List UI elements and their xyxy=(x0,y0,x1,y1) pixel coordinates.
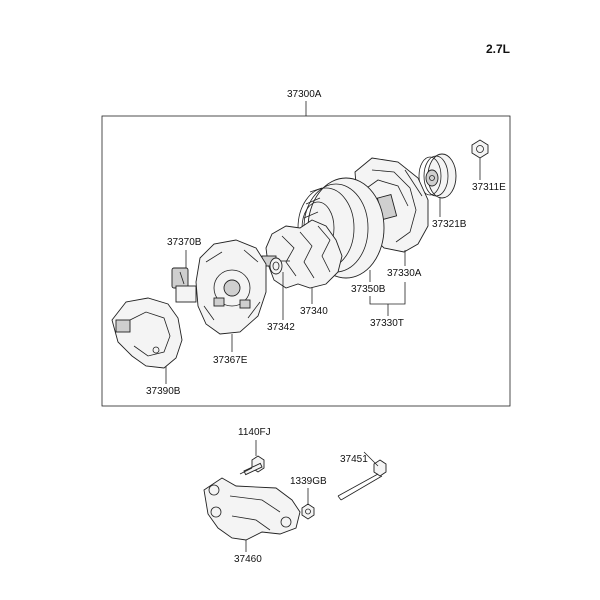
mount-bracket-part xyxy=(203,477,301,541)
label-bolt-nut: 1339GB xyxy=(290,476,327,487)
bolt-nut-part xyxy=(301,503,315,520)
regulator-part xyxy=(171,267,197,303)
label-bearing: 37342 xyxy=(267,322,295,333)
label-bolt: 1140FJ xyxy=(238,427,271,438)
label-assembly: 37300A xyxy=(287,89,322,100)
label-pulley: 37321B xyxy=(432,219,467,230)
label-nut: 37311E xyxy=(472,182,506,193)
label-rectifier: 37367E xyxy=(213,355,248,366)
label-stator: 37350B xyxy=(351,284,386,295)
leader-37330t xyxy=(369,282,406,316)
leader-37451 xyxy=(363,451,379,467)
label-regulator: 37370B xyxy=(167,237,202,248)
label-stator-group: 37330T xyxy=(370,318,404,329)
engine-label: 2.7L xyxy=(486,42,511,56)
bearing-part xyxy=(269,257,283,275)
label-long-bolt: 37451 xyxy=(340,454,368,465)
label-front-bracket: 37330A xyxy=(387,268,422,279)
rotor-part xyxy=(261,219,343,289)
pulley-part xyxy=(418,153,457,199)
rear-cover-part xyxy=(111,297,183,369)
long-bolt-part xyxy=(337,459,387,501)
label-rear-cover: 37390B xyxy=(146,386,181,397)
label-mount-bracket: 37460 xyxy=(234,554,262,565)
nut-part xyxy=(471,139,489,159)
rectifier-part xyxy=(195,239,267,335)
bolt-part xyxy=(239,455,265,476)
label-rotor: 37340 xyxy=(300,306,328,317)
